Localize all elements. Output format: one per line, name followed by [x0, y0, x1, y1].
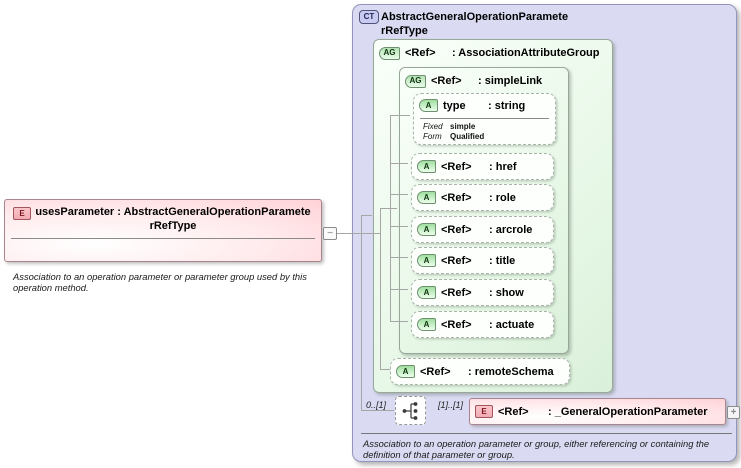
attribute-row: A <Ref> : role	[412, 185, 553, 210]
expand-toggle[interactable]: +	[727, 406, 740, 419]
attribute-type[interactable]: A type : string Fixed simple Form Qualif…	[413, 93, 556, 145]
complex-type-annotation: Association to an operation parameter or…	[363, 438, 710, 461]
attribute-group-badge-icon: AG	[379, 46, 400, 60]
complex-type-title-line1: AbstractGeneralOperationParamete	[381, 11, 569, 23]
attribute-remoteschema[interactable]: A <Ref> : remoteSchema	[390, 358, 570, 385]
attribute-name: : arcrole	[489, 223, 533, 236]
ref-label: <Ref>	[441, 286, 472, 299]
ref-label: <Ref>	[441, 223, 472, 236]
attribute-badge-icon: A	[417, 286, 436, 299]
facet-list: Fixed simple Form Qualified	[414, 121, 555, 143]
element-badge-icon: E	[13, 207, 31, 220]
ref-label: <Ref>	[441, 160, 472, 173]
attribute-row: A <Ref> : show	[412, 280, 553, 305]
attribute-name: type	[443, 99, 466, 112]
attribute-badge-icon: A	[396, 365, 415, 378]
attribute-name: : show	[489, 286, 524, 299]
attribute-badge-icon: A	[417, 254, 436, 267]
collapse-toggle[interactable]: −	[323, 227, 337, 240]
attribute-actuate[interactable]: A <Ref> : actuate	[411, 311, 554, 338]
element-usesParameter[interactable]: E usesParameter : AbstractGeneralOperati…	[4, 199, 322, 293]
element-annotation: Association to an operation parameter or…	[13, 270, 307, 293]
facet-value: simple	[450, 122, 476, 131]
attribute-group-association[interactable]: AG <Ref> : AssociationAttributeGroup AG …	[373, 39, 613, 393]
attribute-name: : href	[489, 160, 517, 173]
element-name: : _GeneralOperationParameter	[548, 405, 708, 418]
attribute-group-name: : simpleLink	[478, 75, 543, 87]
attribute-badge-icon: A	[417, 318, 436, 331]
complex-type-title: AbstractGeneralOperationParamete rRefTyp…	[381, 11, 568, 39]
complex-type-box[interactable]: CT AbstractGeneralOperationParamete rRef…	[352, 4, 740, 462]
attribute-group-header: AG <Ref> : simpleLink	[400, 68, 568, 94]
attribute-row: A <Ref> : arcrole	[412, 217, 553, 242]
ref-label: <Ref>	[441, 191, 472, 204]
sequence-compositor[interactable]	[395, 396, 426, 425]
attribute-badge-icon: A	[419, 99, 438, 112]
element-generaloperationparameter[interactable]: E <Ref> : _GeneralOperationParameter	[469, 398, 726, 425]
element-title-line2: rRefType	[149, 220, 197, 233]
facet-label: Fixed	[423, 122, 443, 131]
cardinality-label: 0..[1]	[366, 400, 387, 410]
attribute-arcrole[interactable]: A <Ref> : arcrole	[411, 216, 554, 243]
attribute-row: A <Ref> : href	[412, 154, 553, 179]
ref-label: <Ref>	[498, 405, 529, 418]
facet-row: Fixed simple	[423, 122, 549, 132]
attribute-name: : actuate	[489, 318, 535, 331]
attribute-row: A <Ref> : title	[412, 248, 553, 273]
attribute-badge-icon: A	[417, 191, 436, 204]
attribute-name: : title	[489, 254, 516, 267]
element-row: E <Ref> : _GeneralOperationParameter	[470, 399, 725, 424]
ref-label: <Ref>	[441, 318, 472, 331]
element-title: usesParameter : AbstractGeneralOperation…	[29, 205, 317, 234]
ref-label: <Ref>	[431, 75, 462, 87]
attribute-group-simplelink[interactable]: AG <Ref> : simpleLink A type : string Fi…	[399, 67, 569, 354]
ref-label: <Ref>	[441, 254, 472, 267]
attribute-href[interactable]: A <Ref> : href	[411, 153, 554, 180]
attribute-group-badge-icon: AG	[405, 74, 426, 88]
sequence-icon	[402, 401, 417, 420]
ref-label: <Ref>	[420, 365, 451, 378]
attribute-row: A <Ref> : actuate	[412, 312, 553, 337]
facet-label: Form	[423, 132, 442, 142]
divider	[420, 118, 549, 119]
attribute-title[interactable]: A <Ref> : title	[411, 247, 554, 274]
attribute-badge-icon: A	[417, 160, 436, 173]
ref-label: <Ref>	[405, 47, 436, 59]
facet-row: Form Qualified	[423, 132, 549, 142]
attribute-group-header: AG <Ref> : AssociationAttributeGroup	[374, 40, 612, 66]
complex-type-badge-icon: CT	[359, 10, 379, 24]
attribute-type-label: : string	[488, 99, 526, 112]
element-title-line1: usesParameter : AbstractGeneralOperation…	[35, 206, 311, 218]
attribute-row: A <Ref> : remoteSchema	[391, 359, 569, 384]
attribute-group-name: : AssociationAttributeGroup	[452, 47, 600, 59]
attribute-show[interactable]: A <Ref> : show	[411, 279, 554, 306]
divider	[361, 433, 732, 434]
divider	[11, 238, 315, 239]
attribute-name: : remoteSchema	[468, 365, 554, 378]
complex-type-title-line2: rRefType	[381, 24, 428, 37]
attribute-role[interactable]: A <Ref> : role	[411, 184, 554, 211]
attribute-badge-icon: A	[417, 223, 436, 236]
facet-value: Qualified	[450, 132, 485, 142]
attribute-row: A type : string	[414, 94, 555, 117]
element-badge-icon: E	[475, 405, 493, 418]
cardinality-label: [1]..[1]	[438, 400, 464, 410]
attribute-name: : role	[489, 191, 516, 204]
